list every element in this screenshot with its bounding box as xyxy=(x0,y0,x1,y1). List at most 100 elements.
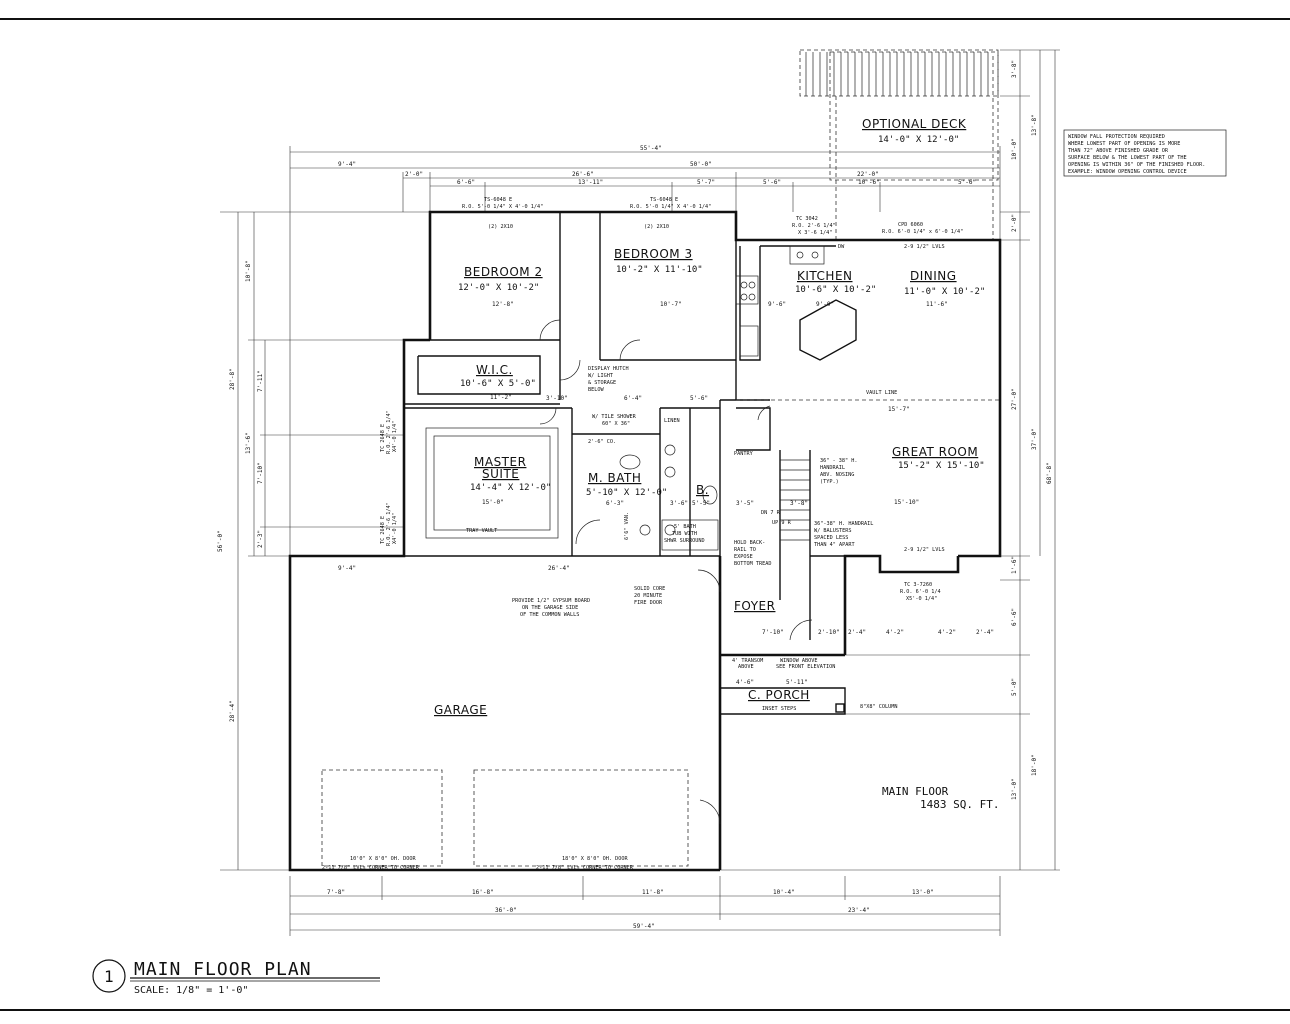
dim-f-5-11: 5'-11" xyxy=(786,679,808,686)
dim-bot-16-8: 16'-8" xyxy=(472,889,494,896)
window-fall-note: WINDOW FALL PROTECTION REQUIRED WHERE LO… xyxy=(1063,129,1227,177)
size-master: 14'-4" X 12'-0" xyxy=(470,483,551,493)
ts-bedroom2-window: TS-6048 E xyxy=(484,197,512,203)
room-cporch: C. PORCH xyxy=(748,688,810,702)
tray-vault xyxy=(425,427,559,539)
hutch-note-2: W/ LIGHT xyxy=(588,373,613,379)
dim-gr-15-10: 15'-10" xyxy=(894,499,919,506)
appliances xyxy=(619,245,825,551)
tc-master-window-1-ro: R.O. 2'-6 1/4" xyxy=(386,410,392,454)
room-linen: LINEN xyxy=(664,418,680,424)
hutch-note-1: DISPLAY HUTCH xyxy=(588,366,629,372)
dim-right-3-8: 3'-8" xyxy=(1011,60,1018,78)
dim-top-5-6b: 5'-6" xyxy=(958,179,976,186)
ts-bedroom2-ro: R.O. 5'-0 1/4" X 4'-0 1/4" xyxy=(462,204,543,210)
dim-bot-13-0: 13'-0" xyxy=(912,889,934,896)
tc3042-window: TC 3042 xyxy=(796,216,818,222)
dim-k-9-0: 9'-0" xyxy=(816,301,834,308)
dim-k-9-6: 9'-6" xyxy=(768,301,786,308)
tray-vault-note: TRAY VAULT xyxy=(466,528,497,534)
tc-greatroom-ro: R.O. 6'-0 1/4 xyxy=(900,589,941,595)
hold-note-2: RAIL TO xyxy=(734,547,756,553)
baluster-note-3: SPACED LESS xyxy=(814,535,848,541)
dim-bot-total: 59'-4" xyxy=(633,923,655,930)
room-foyer: FOYER xyxy=(734,599,775,613)
column-note: 8"X8" COLUMN xyxy=(860,704,897,710)
room-master-2: SUITE xyxy=(482,467,519,481)
dim-gr-4-2a: 4'-2" xyxy=(886,629,904,636)
area-label: MAIN FLOOR 1483 SQ. FT. xyxy=(882,785,999,811)
dim-right-6-6: 6'-6" xyxy=(1011,608,1018,626)
room-bedroom2: BEDROOM 2 xyxy=(464,265,543,279)
lvl-dining: 2-9 1/2" LVLS xyxy=(904,244,945,250)
header-bedroom3: (2) 2X10 xyxy=(644,224,669,230)
dim-din: 11'-6" xyxy=(926,301,948,308)
dim-right-1-6: 1'-6" xyxy=(1011,556,1018,574)
dim-top-6-6: 6'-6" xyxy=(457,179,475,186)
gypsum-note-3: OF THE COMMON WALLS xyxy=(520,612,579,618)
baluster-note-1: 36"-38" H. HANDRAIL xyxy=(814,521,873,527)
room-deck: OPTIONAL DECK xyxy=(862,117,967,131)
dim-mb-6-3: 6'-3" xyxy=(606,500,624,507)
bathtub-note-3: SHWR SURROUND xyxy=(664,538,705,544)
size-dining: 11'-0" X 10'-2" xyxy=(904,287,985,297)
dim-right-13-0: 13'-0" xyxy=(1011,778,1018,800)
room-kitchen: KITCHEN xyxy=(797,269,853,283)
dim-st-3-8: 3'-8" xyxy=(790,500,808,507)
bottom-dimensions xyxy=(289,876,1001,936)
handrail-note-1: 36" - 38" H. xyxy=(820,458,857,464)
size-kitchen: 10'-6" X 10'-2" xyxy=(795,285,876,295)
tc-master-window-2-ro2: X4'-0 1/4" xyxy=(392,513,398,544)
room-bedroom3: BEDROOM 3 xyxy=(614,247,693,261)
dim-bot-10-4: 10'-4" xyxy=(773,889,795,896)
dim-b2: 12'-8" xyxy=(492,301,514,308)
cpd-window-ro: R.O. 6'-0 1/4" x 6'-0 1/4" xyxy=(882,229,963,235)
dim-b3: 10'-7" xyxy=(660,301,682,308)
ts-bedroom3-window: TS-6048 E xyxy=(650,197,678,203)
tc-greatroom-window: TC 3-7260 xyxy=(904,582,932,588)
porch-column xyxy=(835,703,845,713)
dim-top-5-7: 5'-7" xyxy=(697,179,715,186)
tc-master-window-2: TC 2648 E xyxy=(380,516,386,544)
area-line-1: MAIN FLOOR xyxy=(882,785,949,798)
dim-gr-15-7: 15'-7" xyxy=(888,406,910,413)
header-bedroom2: (2) 2X10 xyxy=(488,224,513,230)
hold-note-1: HOLD BACK- xyxy=(734,540,765,546)
dim-st-5-5: 5'-5" xyxy=(692,500,710,507)
transom-note-2: ABOVE xyxy=(738,664,754,670)
dim-f-7-10: 7'-10" xyxy=(762,629,784,636)
dim-gr-2-4b: 2'-4" xyxy=(976,629,994,636)
solid-note-2: 20 MINUTE xyxy=(634,593,662,599)
dim-bot-11-8: 11'-8" xyxy=(642,889,664,896)
dim-left-2-3: 2'-3" xyxy=(257,530,264,548)
room-labels: BEDROOM 2 12'-0" X 10'-2" BEDROOM 3 10'-… xyxy=(434,117,985,717)
bottom-dimension-labels: 7'-8" 16'-8" 11'-8" 10'-4" 13'-0" 36'-0"… xyxy=(327,889,934,930)
hold-note-3: EXPOSE xyxy=(734,554,753,560)
dim-st-3-5: 3'-5" xyxy=(736,500,754,507)
dim-top-9-4: 9'-4" xyxy=(338,161,356,168)
dim-gr-2-4a: 2'-4" xyxy=(848,629,866,636)
right-dimension-labels: 3'-8" 13'-8" 10'-0" 2'-0" 27'-0" 37'-0" … xyxy=(1011,60,1053,800)
vanity-note: 6'6" VAN. xyxy=(624,512,630,540)
area-line-2: 1483 SQ. FT. xyxy=(920,798,999,811)
dim-top-50: 50'-0" xyxy=(690,161,712,168)
dim-top-10-6: 10'-6" xyxy=(858,179,880,186)
right-dimensions xyxy=(720,49,1060,871)
dim-right-2-0: 2'-0" xyxy=(1011,214,1018,232)
window-above-note-1: WINDOW ABOVE xyxy=(780,658,817,664)
top-dimension-labels: 55'-4" 9'-4" 50'-0" 2'-0" 26'-6" 22'-0" … xyxy=(338,145,976,186)
dim-right-13-8: 13'-8" xyxy=(1031,114,1038,136)
dim-top-13-11: 13'-11" xyxy=(578,179,603,186)
dim-g-26-4: 26'-4" xyxy=(548,565,570,572)
dim-right-68-8: 68'-8" xyxy=(1046,462,1053,484)
handrail-note-3: ABV. NOSING xyxy=(820,472,854,478)
inset-steps-note: INSET STEPS xyxy=(762,706,796,712)
fall-note-6: EXAMPLE: WINDOW OPENING CONTROL DEVICE xyxy=(1068,169,1187,175)
dim-top-5-6a: 5'-6" xyxy=(763,179,781,186)
dim-wic: 11'-2" xyxy=(490,394,512,401)
dim-right-10-0: 10'-0" xyxy=(1011,138,1018,160)
fall-note-5: OPENING IS WITHIN 36" OF THE FINISHED FL… xyxy=(1068,162,1205,168)
dim-hall-3-10: 3'-10" xyxy=(546,395,568,402)
left-dimension-labels: 10'-8" 7'-11" 13'-6" 7'-10" 2'-3" 28'-8"… xyxy=(217,260,264,722)
